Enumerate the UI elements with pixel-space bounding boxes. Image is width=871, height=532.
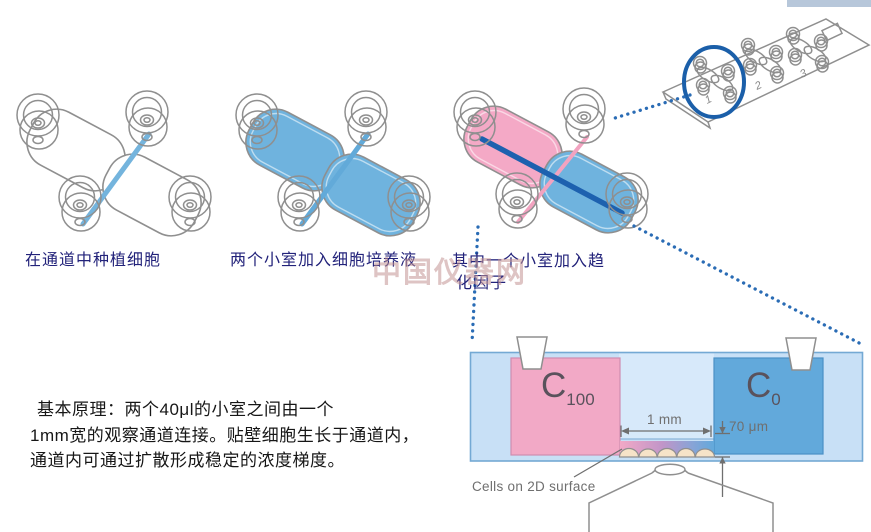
c100-label: C100 [541,366,595,409]
step3-caption-line2: 化因子 [456,275,508,292]
chip-unit-1-number: 1 [703,93,714,106]
chip-unit-2-number: 2 [752,79,764,93]
step1-caption: 在通道中种植细胞 [25,252,162,269]
slide-chip: 1 2 3 [661,18,871,130]
cross-section [469,336,864,532]
principle-paragraph: 基本原理：两个40μl的小室之间由一个 1mm宽的观察通道连接。贴壁细胞生长于通… [30,397,419,474]
device-step1-seeded-channel [16,90,212,246]
principle-line2: 1mm宽的观察通道连接。贴壁细胞生长于通道内， [30,425,420,445]
channel-line [299,131,371,227]
step3-caption-line1: 其中一个小室加入趋 [452,253,606,270]
step3-caption: 其中一个小室加入趋 化因子 [452,251,605,295]
step2-caption: 两个小室加入细胞培养液 [230,252,418,269]
chip-unit-3-number: 3 [798,67,810,81]
principle-line3: 通道内可通过扩散形成稳定的浓度梯度。 [30,451,345,470]
highlight-circle [682,45,746,119]
chamber-c0 [713,357,824,455]
principle-line1: 基本原理：两个40μl的小室之间由一个 [37,400,334,419]
observation-channel-line [479,136,625,216]
c0-label: C0 [746,366,781,409]
chip-unit-1 [692,55,738,104]
watermark: 中国仪器网 [372,257,528,289]
channel-gap [619,353,714,439]
right-fill-port [785,337,817,371]
pink-feed-channel [516,135,589,224]
device-step2-medium-filled [235,90,431,246]
dimension-1mm [620,425,712,437]
channel-height-label: 70 μm [729,419,769,434]
dotted-line-device-to-section-right [632,224,865,347]
dimension-70um [715,421,730,497]
dotted-line-device-to-section-left [470,225,480,345]
seeded-channel-line [80,131,152,227]
left-fill-port [516,336,548,370]
dotted-line-chip-to-device [613,93,692,120]
window-edge-fragment [787,0,871,7]
channel-width-label: 1 mm [647,412,682,427]
device-step3-gradient [453,87,649,243]
cells-on-surface-label: Cells on 2D surface [472,479,596,494]
chip-unit-2 [740,37,785,84]
cells-row [618,447,716,458]
cells-leader-line [573,448,623,478]
objective-lens [588,463,774,532]
chip-unit-3 [785,26,830,73]
chamber-c100 [510,357,621,456]
